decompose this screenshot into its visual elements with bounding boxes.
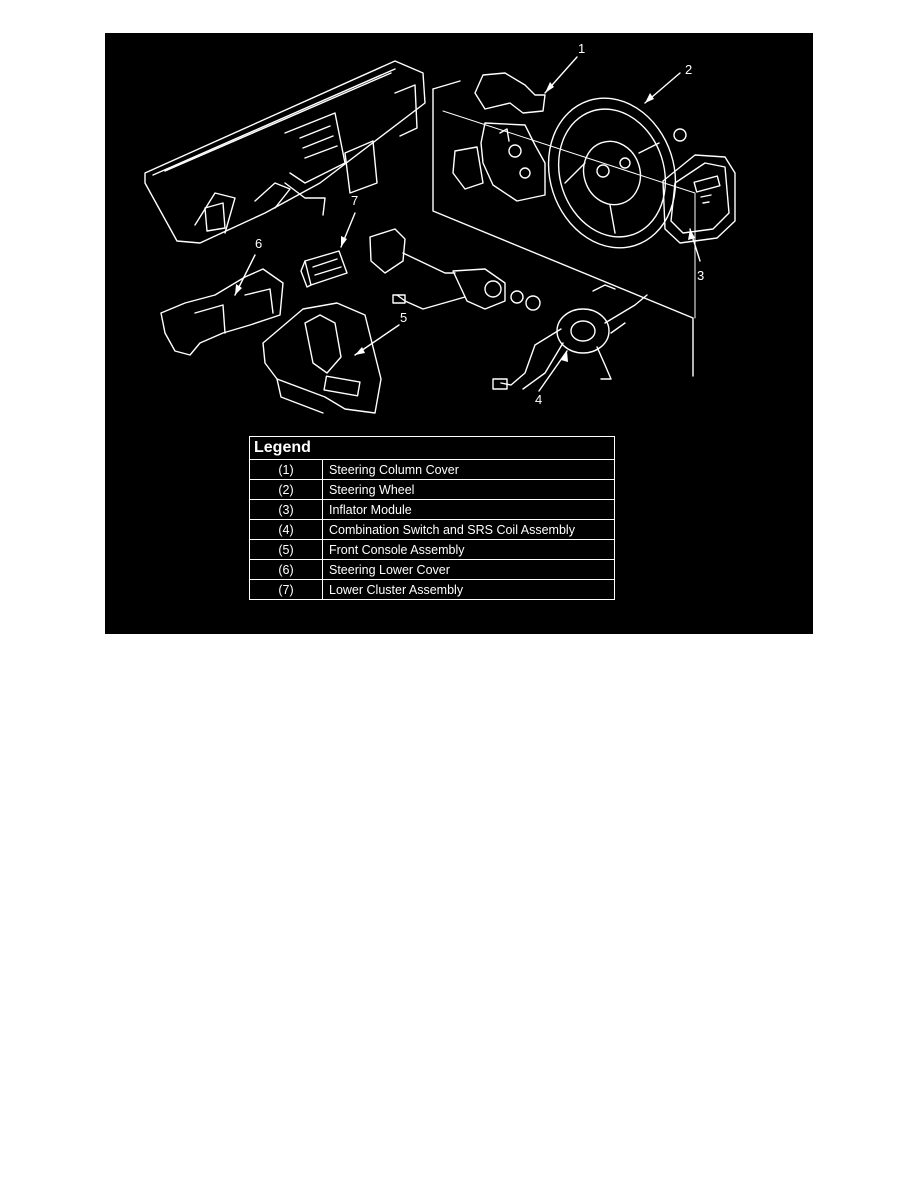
exploded-view-diagram: 1 2 3 4 5 6 7 Legend (1) Steering Column… (105, 33, 813, 634)
front-console-drawing (262, 302, 382, 414)
legend-row: (4) Combination Switch and SRS Coil Asse… (249, 519, 615, 540)
legend-number: (4) (249, 519, 323, 540)
legend-row: (3) Inflator Module (249, 499, 615, 520)
callout-4: 4 (535, 392, 543, 407)
legend-label: Steering Column Cover (322, 459, 615, 480)
combination-switch-drawing (492, 284, 648, 390)
legend-number: (1) (249, 459, 323, 480)
legend-label: Inflator Module (322, 499, 615, 520)
inflator-module-drawing (662, 154, 736, 244)
legend-label: Steering Wheel (322, 479, 615, 500)
callout-5: 5 (400, 310, 408, 325)
steering-wheel-drawing (547, 97, 687, 249)
parts-illustration (144, 56, 736, 414)
legend-label: Lower Cluster Assembly (322, 579, 615, 600)
panel-frame-left (432, 88, 694, 377)
column-switch-parts-drawing (369, 228, 541, 311)
legend-number: (6) (249, 559, 323, 580)
lower-cluster-drawing (300, 250, 348, 288)
callout-2: 2 (685, 62, 693, 77)
legend-number: (3) (249, 499, 323, 520)
leader-lines (234, 56, 701, 392)
dashboard-drawing (144, 60, 426, 244)
legend-table: Legend (1) Steering Column Cover (2) Ste… (249, 436, 615, 600)
callout-3: 3 (697, 268, 705, 283)
callout-6: 6 (255, 236, 263, 251)
legend-row: (7) Lower Cluster Assembly (249, 579, 615, 600)
legend-row: (2) Steering Wheel (249, 479, 615, 500)
callout-7: 7 (351, 193, 359, 208)
legend-number: (5) (249, 539, 323, 560)
legend-row: (1) Steering Column Cover (249, 459, 615, 480)
legend-label: Front Console Assembly (322, 539, 615, 560)
column-cover-drawing (452, 72, 546, 202)
legend-label: Steering Lower Cover (322, 559, 615, 580)
legend-number: (7) (249, 579, 323, 600)
legend-title: Legend (249, 436, 615, 460)
steering-lower-cover-drawing (160, 268, 284, 356)
legend-row: (6) Steering Lower Cover (249, 559, 615, 580)
callout-1: 1 (578, 41, 586, 56)
legend-label: Combination Switch and SRS Coil Assembly (322, 519, 615, 540)
legend-row: (5) Front Console Assembly (249, 539, 615, 560)
legend-number: (2) (249, 479, 323, 500)
